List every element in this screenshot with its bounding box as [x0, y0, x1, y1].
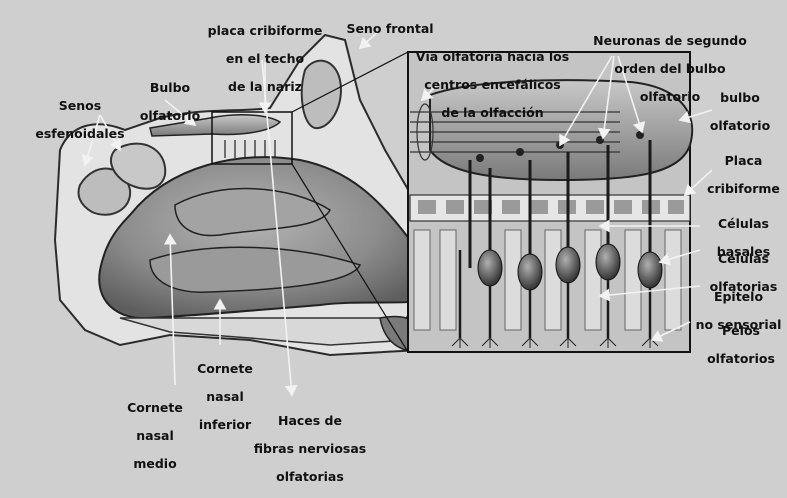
label-via-olfatoria: Vía olfatoria hacia los centros encefáli…: [405, 36, 580, 134]
label-cornete-medio: Cornete nasal medio: [115, 387, 195, 485]
label-bulbo-olfatorio-left: Bulbo olfatorio: [130, 67, 210, 137]
label-placa-cribiforme-techo: placa cribiforme en el techo de la nariz: [195, 10, 335, 108]
label-placa-cribiforme: Placa cribiforme: [700, 140, 787, 210]
label-haces-fibras: Haces de fibras nerviosas olfatorias: [240, 400, 380, 498]
label-senos-esfenoidales: Senos esfenoidales: [25, 85, 135, 155]
diagram-stage: placa cribiforme en el techo de la nariz…: [0, 0, 787, 453]
label-bulbo-olfatorio-right: bulbo olfatorio: [700, 77, 780, 147]
label-pelos-olfatorios: Pelos olfatorios: [695, 310, 787, 380]
